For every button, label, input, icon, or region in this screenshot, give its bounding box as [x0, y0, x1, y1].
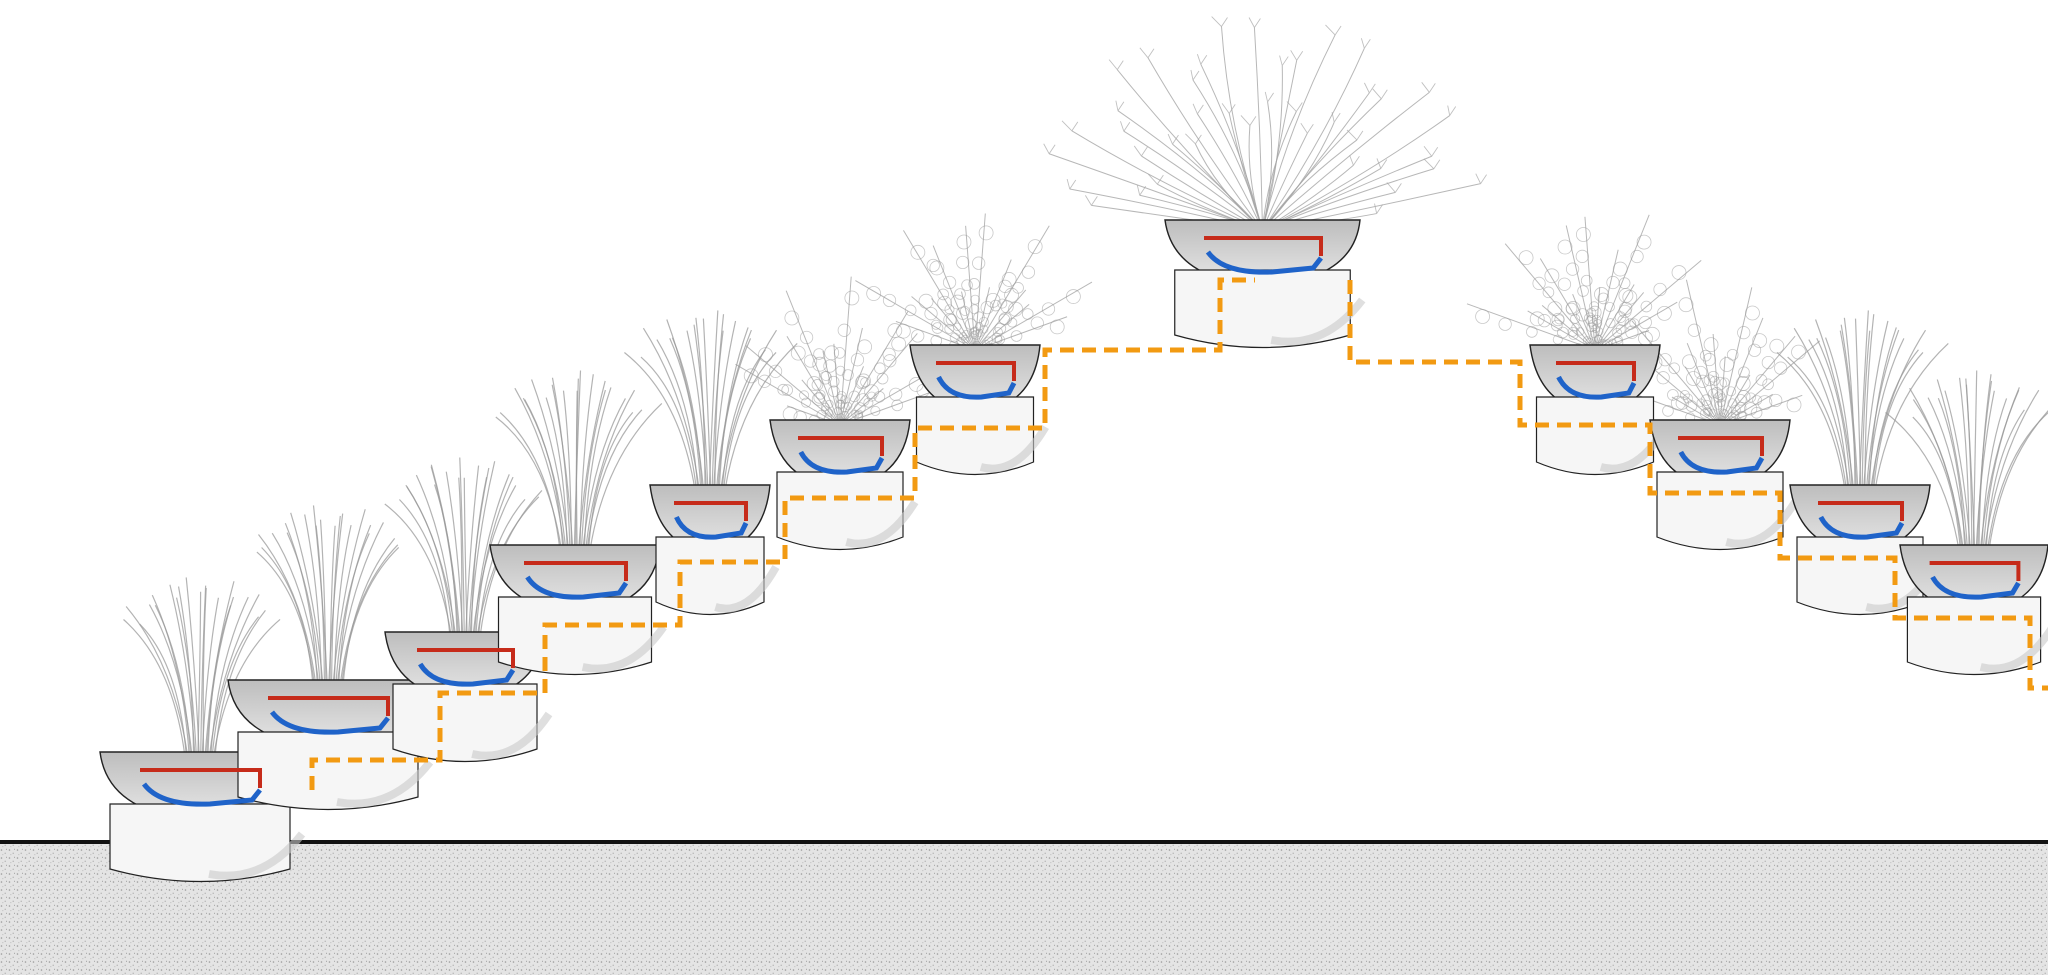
water-channel [1678, 436, 1765, 475]
water-channel [140, 768, 262, 807]
overflow-path-right [1347, 280, 2048, 691]
grass-plant-icon [384, 457, 543, 638]
grass-plant-icon [1776, 310, 1949, 491]
water-channel [417, 648, 516, 687]
shrub-plant-icon [1466, 214, 1702, 352]
shrub-plant-icon [1614, 279, 1820, 428]
shrub-plant-icon [735, 276, 964, 432]
water-channel [674, 501, 749, 540]
grass-plant-icon [256, 505, 400, 686]
grass-plant-icon [495, 370, 663, 551]
wild-bush-icon [1043, 16, 1487, 231]
grass-plant-icon [123, 577, 281, 758]
ground-gravel [0, 842, 2048, 975]
water-channel [1929, 561, 2021, 600]
grass-plant-icon [1885, 370, 2048, 551]
water-channel [1556, 361, 1637, 400]
water-channel [524, 561, 629, 600]
water-channel [798, 436, 885, 475]
overflow-path-left [309, 277, 1255, 790]
irrigation-layer [140, 236, 2048, 807]
grass-plant-icon [624, 310, 798, 491]
shrub-plant-icon [855, 213, 1093, 355]
plant-layer [123, 16, 2048, 758]
water-channel [268, 696, 390, 735]
water-channel [1204, 236, 1323, 275]
water-channel [936, 361, 1017, 400]
water-channel [1818, 501, 1905, 540]
